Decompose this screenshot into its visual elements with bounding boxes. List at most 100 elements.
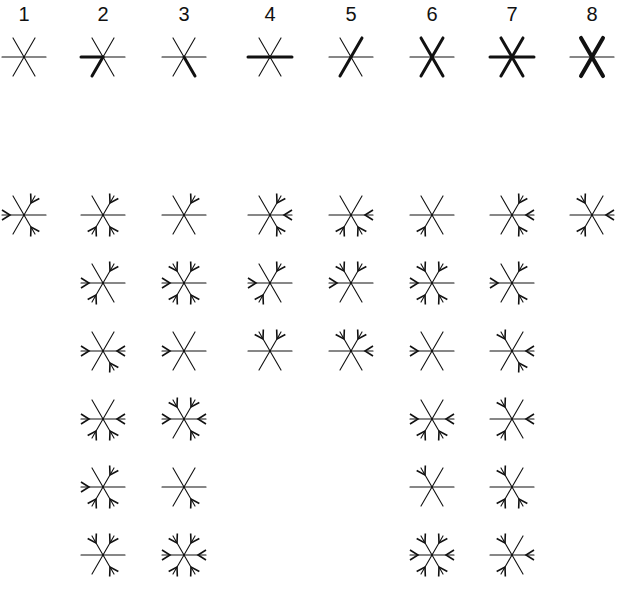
arm-barb xyxy=(191,499,200,508)
arm-barb xyxy=(169,295,178,304)
arm-barb xyxy=(110,567,119,576)
barbed-star xyxy=(490,397,534,440)
star-arm xyxy=(512,554,534,555)
arm-barb xyxy=(519,227,528,236)
star-arm xyxy=(162,56,184,57)
star-arm xyxy=(512,38,523,57)
arm-barb xyxy=(336,329,345,338)
star-arm xyxy=(432,56,454,57)
star-arm xyxy=(103,487,114,506)
star-arm xyxy=(512,419,523,438)
arm-barb xyxy=(81,278,89,288)
arm-barb xyxy=(410,414,418,424)
star-arm xyxy=(581,57,592,76)
star-arm xyxy=(103,536,114,555)
star-arm xyxy=(432,400,443,419)
arm-barb xyxy=(446,414,454,424)
arm-barb xyxy=(277,261,286,270)
barbed-star xyxy=(162,193,206,234)
star-arm xyxy=(92,264,103,283)
arm-barb xyxy=(439,431,448,440)
star-arm xyxy=(248,214,270,215)
star-arm xyxy=(512,555,523,574)
star-arm xyxy=(13,57,24,76)
star-arm xyxy=(592,38,603,57)
arm-barb xyxy=(110,227,119,236)
star-arm xyxy=(432,214,454,215)
arm-barb xyxy=(497,499,506,508)
star-arm xyxy=(421,38,432,57)
star-arm xyxy=(351,282,373,283)
star-arm xyxy=(351,214,373,215)
star-arm xyxy=(512,400,523,419)
star-arm xyxy=(592,57,603,76)
arm-barb xyxy=(191,193,200,202)
star-arm xyxy=(270,56,292,59)
arm-barb xyxy=(417,295,426,304)
star-arm xyxy=(13,196,24,215)
star-arm xyxy=(421,351,432,370)
star-arm xyxy=(512,351,523,370)
star-arm xyxy=(92,555,103,574)
star-arm xyxy=(103,351,114,370)
star-arm xyxy=(410,282,432,283)
star-arm xyxy=(259,215,270,234)
star-arm xyxy=(184,332,195,351)
star-arm xyxy=(501,57,512,76)
arm-barb xyxy=(277,227,286,236)
star-arm xyxy=(270,283,281,302)
barbed-star xyxy=(410,261,454,304)
star-arm xyxy=(340,283,351,302)
arm-barb xyxy=(329,278,337,288)
arm-barb xyxy=(117,346,125,356)
arm-barb xyxy=(358,261,367,270)
arm-barb xyxy=(606,210,614,220)
barbed-star xyxy=(81,533,125,576)
star-arm xyxy=(24,196,35,215)
arm-barb xyxy=(417,261,426,270)
arm-barb xyxy=(439,533,448,542)
star-arm xyxy=(103,350,125,351)
bold-star xyxy=(410,38,454,76)
star-arm xyxy=(421,536,432,555)
star-arm xyxy=(184,264,195,283)
barbed-star xyxy=(329,329,373,370)
star-arm xyxy=(92,196,103,215)
star-arm xyxy=(81,282,103,283)
star-arm xyxy=(432,351,443,370)
star-arm xyxy=(103,57,114,76)
arm-barb xyxy=(88,431,97,440)
star-arm xyxy=(340,351,351,370)
barbed-star xyxy=(410,332,454,370)
star-arm xyxy=(173,419,184,438)
star-arm xyxy=(184,350,206,351)
star-arm xyxy=(173,57,184,76)
star-arm xyxy=(173,264,184,283)
barbed-star xyxy=(248,329,292,370)
star-arm xyxy=(512,418,534,419)
arm-barb xyxy=(497,329,506,338)
arm-barb xyxy=(519,499,528,508)
star-arm xyxy=(329,56,351,57)
bold-star xyxy=(570,38,614,76)
arm-barb xyxy=(439,567,448,576)
star-arm xyxy=(173,487,184,506)
star-arm xyxy=(103,419,114,438)
star-arm xyxy=(92,283,103,302)
star-arm xyxy=(92,215,103,234)
star-arm xyxy=(248,56,270,59)
star-arm xyxy=(81,554,103,555)
star-arm xyxy=(184,38,195,57)
arm-barb xyxy=(162,278,170,288)
star-arm xyxy=(490,350,512,351)
star-arm xyxy=(592,196,603,215)
star-arm xyxy=(512,350,534,351)
star-arm xyxy=(270,215,281,234)
star-arm xyxy=(270,282,292,283)
column-number: 6 xyxy=(426,4,437,24)
arm-barb xyxy=(277,329,286,338)
star-arm xyxy=(351,283,362,302)
star-arm xyxy=(184,554,206,555)
star-arm xyxy=(351,38,362,57)
